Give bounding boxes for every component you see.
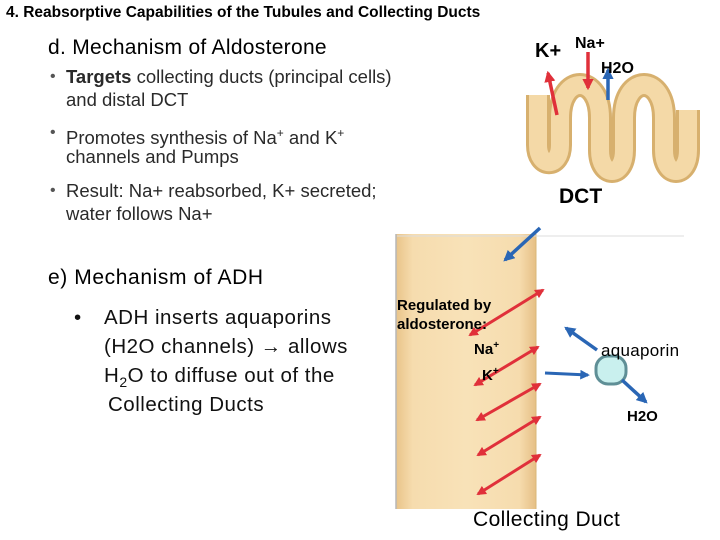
duct-ion-arrow <box>475 382 542 422</box>
aquaporin-label: aquaporin <box>601 341 680 360</box>
bullet-bold-word: Targets <box>66 66 132 87</box>
superscript: + <box>492 366 499 377</box>
water-exit-arrow <box>544 369 590 380</box>
aldosterone-bullet-result-line2: water follows Na+ <box>66 203 213 224</box>
bullet-text: allows <box>281 335 348 358</box>
duct-ion-arrow <box>476 453 542 496</box>
superscript: + <box>337 126 345 140</box>
bullet-dot: • <box>50 124 56 141</box>
aldosterone-bullet-synthesis-line2: channels and Pumps <box>66 146 239 167</box>
aquaporin-water-arrow <box>620 378 648 404</box>
adh-bullet-line4: Collecting Ducts <box>108 393 265 416</box>
dct-k-arrow <box>544 70 559 116</box>
bullet-dot: • <box>74 306 82 329</box>
aldosterone-bullet-targets: Targets collecting ducts (principal cell… <box>66 66 392 88</box>
bullet-text: and K <box>283 127 338 149</box>
aldosterone-bullet-targets-line2: and distal DCT <box>66 89 189 110</box>
dct-na-label: Na+ <box>575 35 605 52</box>
bullet-text: Promotes synthesis of Na <box>66 127 277 149</box>
duct-na-label: Na+ <box>474 340 499 358</box>
collecting-duct <box>396 234 536 509</box>
aldosterone-heading: d. Mechanism of Aldosterone <box>48 36 327 59</box>
bullet-text: O to diffuse out of the <box>127 364 335 387</box>
superscript: + <box>276 126 284 140</box>
right-arrow-icon: → <box>260 335 282 358</box>
subscript: 2 <box>119 374 128 391</box>
adh-heading: e) Mechanism of ADH <box>48 266 264 289</box>
bullet-text: (H2O channels) <box>104 335 261 358</box>
ion-name: K <box>482 367 493 384</box>
duct-water-arrow-aquaporin <box>564 326 599 352</box>
bullet-dot: • <box>50 182 56 199</box>
aldosterone-label: aldosterone: <box>397 316 488 333</box>
duct-h2o-label: H2O <box>627 408 658 425</box>
bullet-dot: • <box>50 68 56 85</box>
adh-bullet-line3: H2O to diffuse out of the <box>104 361 335 397</box>
bullet-text: collecting ducts (principal cells) <box>131 66 392 87</box>
adh-bullet-line2: (H2O channels) → allows <box>104 332 348 361</box>
collecting-duct-caption: Collecting Duct <box>473 508 621 531</box>
duct-ion-arrow <box>473 345 540 387</box>
duct-ion-arrow <box>476 415 542 457</box>
aldosterone-bullet-synthesis: Promotes synthesis of Na+ and K+ <box>66 122 344 149</box>
dct-h2o-label: H2O <box>601 60 634 77</box>
duct-water-arrow-top <box>503 226 542 262</box>
superscript: + <box>493 340 500 351</box>
duct-k-label: K+ <box>482 366 499 384</box>
aquaporin-channel <box>594 354 628 386</box>
dct-k-label: K+ <box>535 40 562 62</box>
ion-name: Na <box>474 341 494 358</box>
slide-title: 4. Reabsorptive Capabilities of the Tubu… <box>6 4 481 21</box>
dct-caption: DCT <box>559 185 603 208</box>
regulated-by-label: Regulated by <box>397 297 492 314</box>
adh-bullet-line1: ADH inserts aquaporins <box>104 306 332 329</box>
bullet-text: H <box>104 364 120 387</box>
duct-ion-arrow <box>468 288 545 337</box>
aldosterone-bullet-result: Result: Na+ reabsorbed, K+ secreted; <box>66 180 377 201</box>
